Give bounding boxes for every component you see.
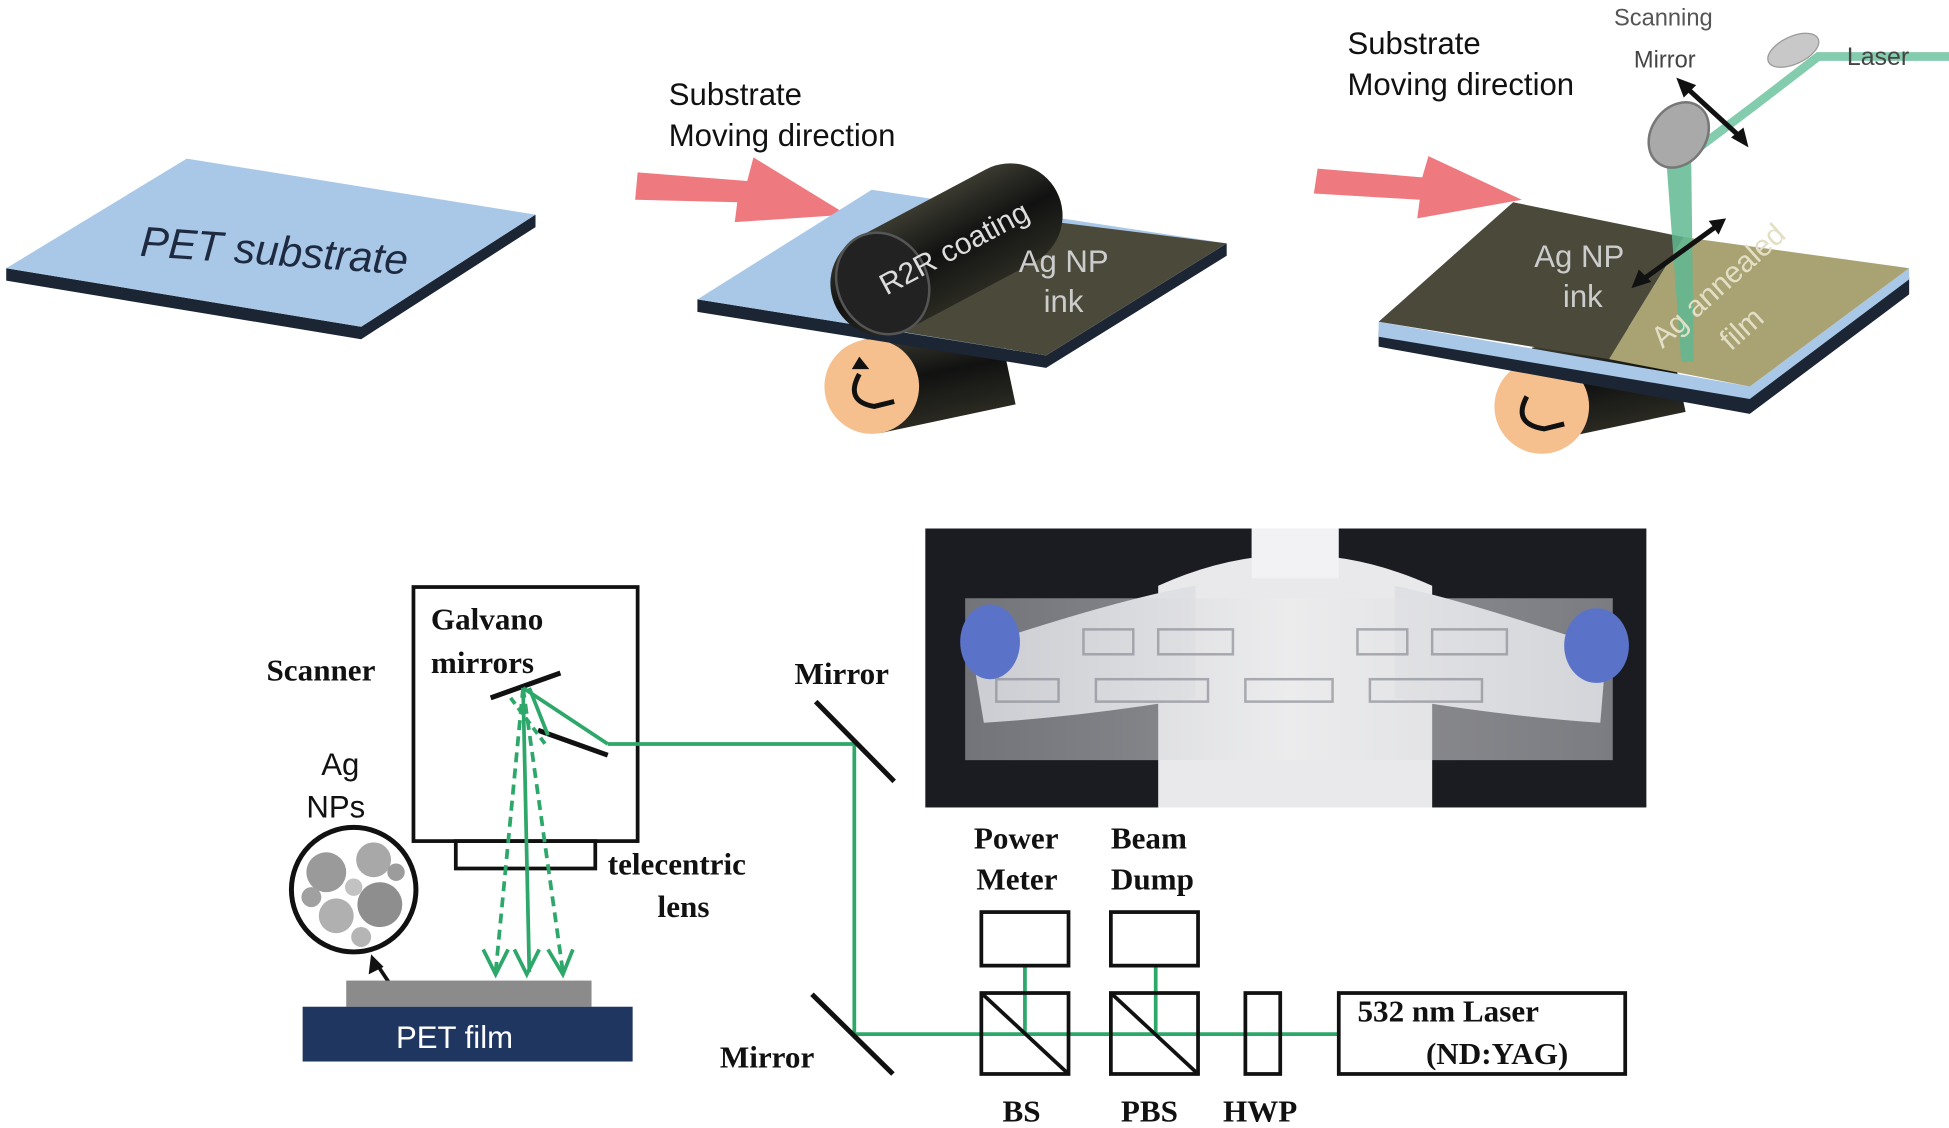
pbs-box	[1108, 991, 1200, 1076]
substrate-edge	[1378, 276, 1910, 414]
ag-nanoparticles-inset	[288, 824, 419, 955]
beam-dump-label-line1: Beam	[1111, 821, 1187, 856]
pet-substrate	[6, 158, 536, 327]
pbs-label: PBS	[1121, 1093, 1178, 1128]
pet-substrate-edge	[1378, 268, 1910, 399]
bs-label: BS	[1003, 1093, 1041, 1128]
mirror-bottom-label: Mirror	[720, 1040, 815, 1075]
arrowhead-icon	[1731, 127, 1749, 148]
beam-dump-label-line2: Dump	[1111, 862, 1194, 897]
mirror-scan-arrow-icon	[1682, 83, 1746, 142]
direction-label-line2: Moving direction	[669, 118, 896, 153]
power-meter-label-line1: Power	[974, 821, 1059, 856]
scanning-mirror	[1647, 101, 1711, 169]
ag-np-ink-layer	[1378, 202, 1684, 360]
ag-nps-label-line2: NPs	[306, 789, 365, 824]
moving-direction-arrow	[1313, 156, 1522, 219]
ag-np-ink-label-line1: Ag NP	[1534, 239, 1624, 274]
ag-np-ink-label-line1: Ag NP	[1019, 244, 1109, 279]
flexible-film-photo	[925, 528, 1647, 808]
arrowhead-icon	[1708, 218, 1727, 235]
laser-setup-schematic: Scanner Galvano mirrors telecentric lens…	[267, 585, 1628, 1128]
power-meter-label-line2: Meter	[976, 862, 1057, 897]
rotation-arrow-icon	[1519, 395, 1565, 432]
hood	[1251, 528, 1339, 579]
telecentric-lens-label-line1: telecentric	[608, 847, 746, 882]
bottom-roller-end	[1494, 359, 1590, 454]
pet-film-label: PET film	[396, 1020, 513, 1055]
scanning-mirror-label-line1: Scanning	[1614, 5, 1713, 31]
focus-arrowheads-icon	[481, 948, 575, 979]
mirror-top	[813, 699, 896, 784]
galvano-mirror-1	[489, 670, 562, 701]
bottom-roller-end	[824, 339, 920, 434]
power-meter-box	[979, 910, 1071, 968]
laser-beam-path	[607, 742, 1339, 1036]
galvano-label-line2: mirrors	[431, 645, 534, 680]
substrate-edge	[6, 214, 536, 340]
laser-label-line2: (ND:YAG)	[1426, 1036, 1568, 1071]
laser-beam	[1684, 52, 1949, 160]
left-glove	[960, 604, 1020, 680]
ag-nps-label-line1: Ag	[321, 747, 359, 782]
laser-label-line1: 532 nm Laser	[1357, 994, 1539, 1029]
bs-diagonal	[980, 991, 1070, 1076]
mirror-bottom	[810, 992, 895, 1076]
printed-patterns	[995, 628, 1509, 703]
rotation-arrow-icon	[851, 372, 895, 410]
pbs-diagonal	[1109, 991, 1200, 1076]
ag-np-layer	[346, 980, 592, 1007]
mirror-top-label: Mirror	[795, 656, 890, 691]
laser-box	[1336, 991, 1628, 1076]
ag-np-ink-label-line2: ink	[1563, 279, 1603, 314]
rotation-arrowhead-icon	[851, 356, 870, 370]
arrowhead-icon	[1676, 77, 1697, 98]
moving-direction-arrow	[635, 157, 847, 223]
bs-box	[979, 991, 1071, 1076]
hwp-box	[1243, 991, 1283, 1076]
direction-label-line2: Moving direction	[1347, 67, 1574, 102]
laser-annealing-panel: Substrate Moving direction Scanning Mirr…	[1313, 5, 1949, 454]
laser-source-mirror	[1767, 32, 1820, 68]
telecentric-lens-label-line2: lens	[658, 889, 710, 924]
galvano-label-line1: Galvano	[431, 601, 543, 636]
arrowhead-icon	[1631, 269, 1652, 289]
substrate-edge	[697, 243, 1227, 368]
beam-dump-box	[1108, 910, 1200, 968]
r2r-coating-panel: Substrate Moving direction R2R coating A…	[635, 77, 1227, 434]
scanner-beams	[493, 686, 609, 973]
ag-np-ink-label-line2: ink	[1044, 284, 1084, 319]
laser-label: Laser	[1847, 43, 1909, 71]
right-glove	[1564, 608, 1629, 683]
roller-end	[834, 231, 931, 336]
scanner-label: Scanner	[267, 652, 376, 687]
beam-scan-arrow-icon	[1639, 222, 1721, 283]
laser-beam-down	[1666, 159, 1694, 362]
scanning-mirror-label-line2: Mirror	[1634, 48, 1696, 74]
pet-film	[302, 1006, 633, 1062]
arrowhead-icon	[368, 954, 384, 975]
direction-label-line1: Substrate	[1347, 26, 1480, 61]
hwp-label: HWP	[1223, 1093, 1297, 1128]
pet-substrate-panel: PET substrate	[6, 158, 536, 340]
direction-label-line1: Substrate	[669, 77, 802, 112]
